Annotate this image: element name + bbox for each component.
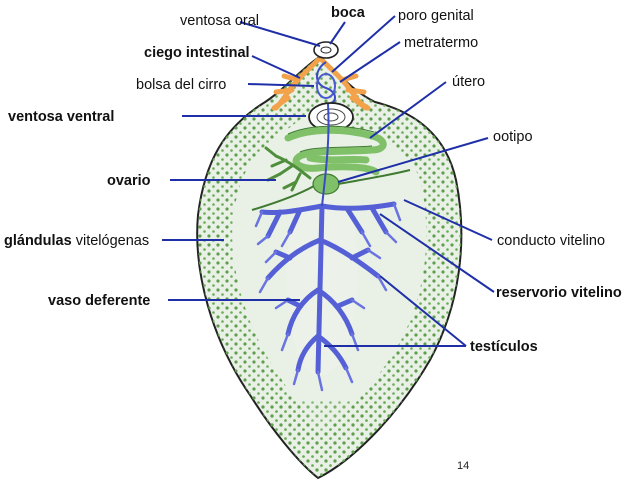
label-testiculos: testículos [470,339,538,355]
page-number: 14 [457,460,469,472]
label-ovario: ovario [107,173,151,189]
label-ciego-intestinal: ciego intestinal [144,45,250,61]
label-glandulas-rest: vitelógenas [72,233,149,249]
label-conducto-vitelino: conducto vitelino [497,233,605,249]
label-bolsa-del-cirro: bolsa del cirro [136,77,226,93]
label-ventosa-oral: ventosa oral [180,13,259,29]
labels: ventosa oral boca poro genital ciego int… [4,5,622,472]
label-metratermo: metratermo [404,35,478,51]
label-utero: útero [452,74,485,90]
label-boca: boca [331,5,366,21]
label-glandulas-vitelogenas: glándulas vitelógenas [4,233,149,249]
vas-deferens [321,103,330,207]
cirrus-pouch [316,61,336,105]
label-ventosa-ventral: ventosa ventral [8,109,114,125]
label-glandulas-bold: glándulas [4,233,72,249]
label-ootipo: ootipo [493,129,533,145]
vitelline-duct [251,169,411,211]
label-poro-genital: poro genital [398,8,474,24]
ovary [264,146,312,192]
uterus [284,126,387,176]
testes-fine [254,202,402,392]
label-reservorio-vitelino: reservorio vitelino [496,285,622,301]
label-vaso-deferente: vaso deferente [48,293,150,309]
leader-lines [162,15,495,347]
ventral-sucker [308,102,354,132]
